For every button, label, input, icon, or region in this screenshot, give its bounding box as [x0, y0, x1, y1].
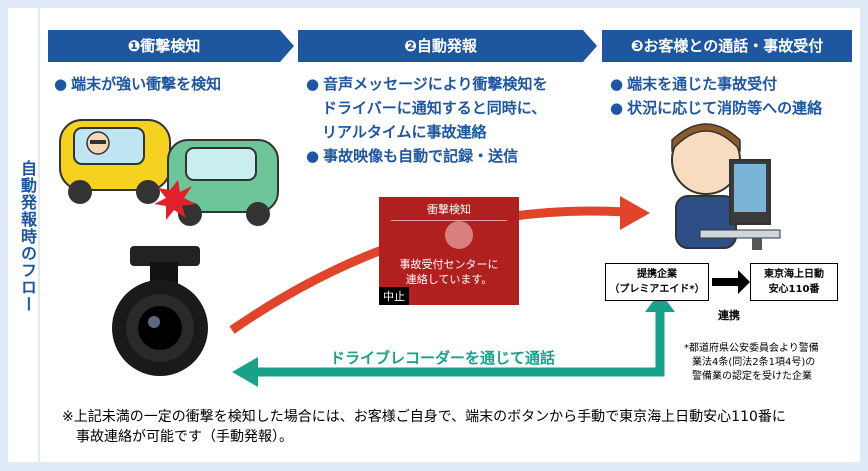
- phone-operator-icon: [445, 221, 473, 249]
- screen-message: 事故受付センターに 連絡しています。: [379, 257, 519, 287]
- step-3-bullet: 端末を通じた事故受付: [610, 72, 822, 96]
- step-2-header: ❷自動発報: [298, 30, 597, 62]
- yellow-car-icon: [59, 119, 171, 204]
- step-2-bullet: 事故映像も自動で記録・送信: [306, 144, 548, 168]
- step-3-bullet: 状況に応じて消防等への連絡: [610, 96, 822, 120]
- step-1-header: ❶衝撃検知: [48, 30, 294, 62]
- step-2-bullet-cont: リアルタイムに事故連絡: [322, 123, 487, 141]
- link-label: 連携: [718, 309, 740, 322]
- partner-box-line2: （プレミアエイド*）: [609, 284, 705, 295]
- stop-button[interactable]: 中止: [379, 287, 409, 305]
- partner-box-line1: 提携企業: [637, 269, 677, 280]
- talk-label: ドライブレコーダーを通じて通話: [330, 349, 556, 367]
- link-arrow: [712, 270, 750, 294]
- teal-arrowhead-up: [645, 292, 675, 312]
- partner-note-line: 業法4条(同法2条1項4号)の: [692, 357, 816, 368]
- step-2-bullet-cont: ドライバーに通知すると同時に、: [322, 99, 547, 117]
- green-car-icon: [167, 139, 279, 226]
- step-2-bullet: 音声メッセージにより衝撃検知を: [306, 72, 547, 96]
- step-2-bullets: 音声メッセージにより衝撃検知を ドライバーに通知すると同時に、 リアルタイムに事…: [306, 72, 548, 168]
- teal-arrowhead-left: [232, 357, 258, 387]
- crash-icon: [154, 180, 196, 220]
- footnote: ※上記未満の一定の衝撃を検知した場合には、お客様ご自身で、端末のボタンから手動で…: [62, 407, 786, 447]
- screen-message-line2: 連絡しています。: [405, 273, 493, 286]
- footnote-line: ※上記未満の一定の衝撃を検知した場合には、お客様ご自身で、端末のボタンから手動で…: [62, 409, 786, 425]
- side-bar: [8, 8, 38, 462]
- partner-box: 提携企業 （プレミアエイド*）: [605, 263, 709, 301]
- tokio-box-line1: 東京海上日動: [764, 269, 824, 280]
- step-1-bullet: 端末が強い衝撃を検知: [54, 72, 221, 96]
- dashcam-screen: 衝撃検知 事故受付センターに 連絡しています。 中止: [379, 197, 519, 305]
- operator-icon: [671, 123, 781, 250]
- screen-title: 衝撃検知: [427, 203, 471, 216]
- partner-note-line: *都道府県公安委員会より警備: [684, 343, 819, 354]
- tokio-box-line2: 安心110番: [768, 284, 820, 295]
- red-arrowhead: [620, 196, 650, 230]
- dashcam-icon: [112, 246, 208, 376]
- footnote-line: 事故連絡が可能です（手動発報）。: [76, 429, 293, 445]
- partner-note: *都道府県公安委員会より警備 業法4条(同法2条1項4号)の 警備業の認定を受け…: [684, 342, 819, 384]
- screen-divider: [391, 220, 507, 221]
- teal-arrow: [258, 305, 665, 377]
- step-3-header: ❸お客様との通話・事故受付: [602, 30, 852, 62]
- screen-message-line1: 事故受付センターに: [399, 258, 499, 271]
- step-1-bullets: 端末が強い衝撃を検知: [54, 72, 221, 96]
- tokio-box: 東京海上日動 安心110番: [750, 263, 838, 301]
- step-3-bullets: 端末を通じた事故受付 状況に応じて消防等への連絡: [610, 72, 822, 120]
- side-label: 自動発報時のフロー: [18, 160, 37, 313]
- partner-note-line: 警備業の認定を受けた企業: [692, 371, 812, 382]
